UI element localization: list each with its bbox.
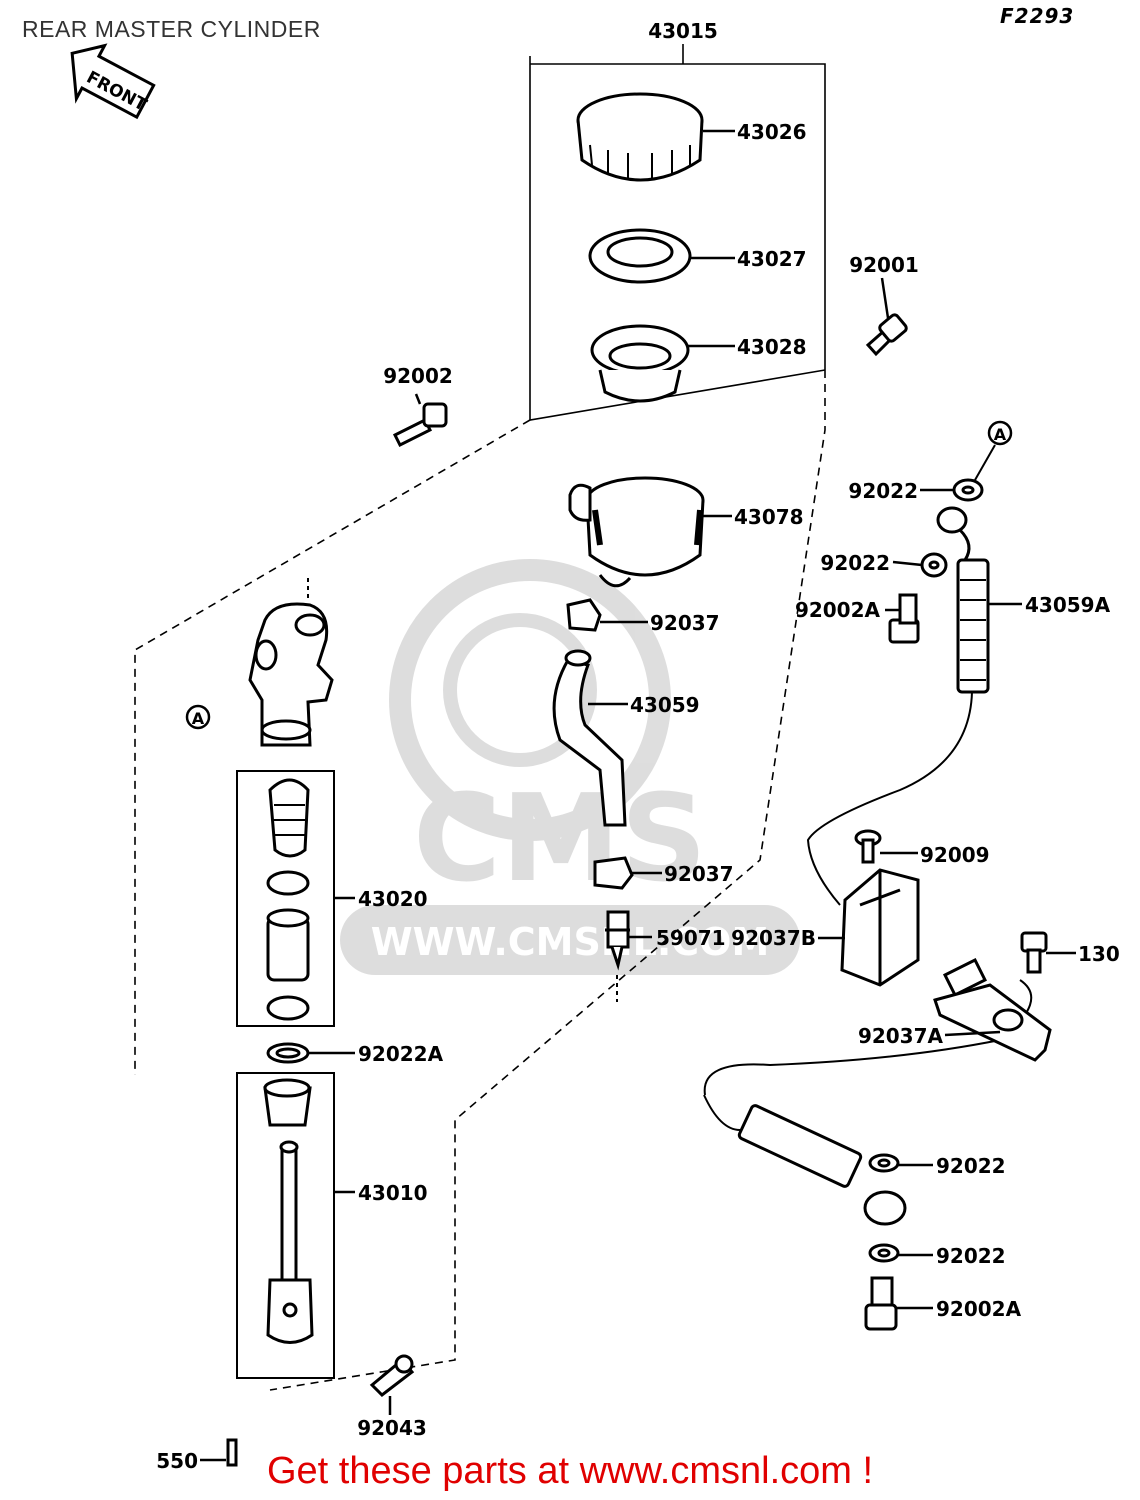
- ref-marker-a-left-label: A: [192, 709, 205, 728]
- label-92022-low1: 92022: [936, 1154, 1006, 1178]
- label-92022-mid: 92022: [820, 551, 890, 575]
- label-43026: 43026: [737, 120, 807, 144]
- label-43078: 43078: [734, 505, 804, 529]
- plate-43028: [590, 324, 690, 403]
- bolt-130: [1020, 931, 1048, 974]
- label-43059A: 43059A: [1025, 593, 1111, 617]
- ref-marker-a-right-label: A: [994, 425, 1007, 444]
- reservoir-body-43078: [568, 476, 705, 588]
- pin-92043: [369, 1354, 415, 1397]
- ref-marker-a-left: A: [185, 704, 211, 730]
- front-arrow-icon: FRONT: [70, 43, 156, 120]
- brake-hose-43059A: [703, 506, 1033, 1226]
- cotter-550: [226, 1438, 238, 1467]
- label-43010: 43010: [358, 1181, 428, 1205]
- bolt-92001: [865, 313, 908, 357]
- label-43020: 43020: [358, 887, 428, 911]
- kit-43020: [236, 770, 335, 1027]
- cms-watermark: CMS WWW.CMSNL.COM: [340, 559, 800, 975]
- label-92022A: 92022A: [358, 1042, 444, 1066]
- guide-92037B: [840, 868, 920, 987]
- label-92037-bot: 92037: [664, 862, 734, 886]
- assembly-outline: [134, 44, 826, 1391]
- washer-92022-low2: [868, 1243, 900, 1263]
- label-43015: 43015: [648, 19, 718, 43]
- fitting-59071: [605, 910, 630, 1002]
- bolt-92002A-bot: [864, 1276, 898, 1331]
- label-43028: 43028: [737, 335, 807, 359]
- clamp-92037A: [933, 957, 1052, 1062]
- label-92037-top: 92037: [650, 611, 720, 635]
- watermark-url-text: WWW.CMSNL.COM: [371, 920, 770, 964]
- label-43027: 43027: [737, 247, 807, 271]
- diaphragm-43027: [588, 228, 692, 284]
- leader-lines: [200, 129, 1076, 1462]
- label-92009: 92009: [920, 843, 990, 867]
- circlip-92022A: [266, 1042, 310, 1064]
- bolt-92009: [854, 829, 882, 864]
- label-92037A: 92037A: [858, 1024, 944, 1048]
- watermark-url-pill: [340, 905, 800, 975]
- hose-43059: [552, 649, 627, 827]
- label-92001: 92001: [849, 253, 919, 277]
- washer-92022-top: [952, 478, 984, 502]
- washer-92022-mid: [920, 552, 948, 578]
- clamp-92037-bot: [593, 856, 634, 890]
- ref-marker-a-right: A: [974, 420, 1013, 481]
- label-92022-top: 92022: [848, 479, 918, 503]
- bolt-92002: [392, 402, 448, 448]
- part-labels: 43015 43026 43027 43028 92001 92002 4307…: [156, 19, 1120, 1473]
- watermark-logo-text: CMS: [413, 770, 707, 909]
- bolt-92002A-top: [888, 593, 920, 644]
- washer-92022-low1: [868, 1153, 900, 1173]
- pushrod-43010: [236, 1072, 335, 1379]
- shop-link-banner[interactable]: Get these parts at www.cmsnl.com !: [266, 1450, 874, 1492]
- label-92002A-bot: 92002A: [936, 1297, 1022, 1321]
- reservoir-cap-43026: [576, 92, 704, 182]
- label-43059: 43059: [630, 693, 700, 717]
- label-92022-low2: 92022: [936, 1244, 1006, 1268]
- label-92002A-top: 92002A: [795, 598, 881, 622]
- page-title: REAR MASTER CYLINDER: [22, 16, 321, 42]
- label-92043: 92043: [357, 1416, 427, 1440]
- cylinder-body: [248, 578, 334, 747]
- figure-code: F2293: [1000, 4, 1075, 28]
- label-550: 550: [156, 1449, 198, 1473]
- label-130: 130: [1078, 942, 1120, 966]
- label-92037B: 92037B: [731, 926, 816, 950]
- label-59071: 59071: [656, 926, 726, 950]
- label-92002: 92002: [383, 364, 453, 388]
- clamp-92037-top: [566, 598, 602, 632]
